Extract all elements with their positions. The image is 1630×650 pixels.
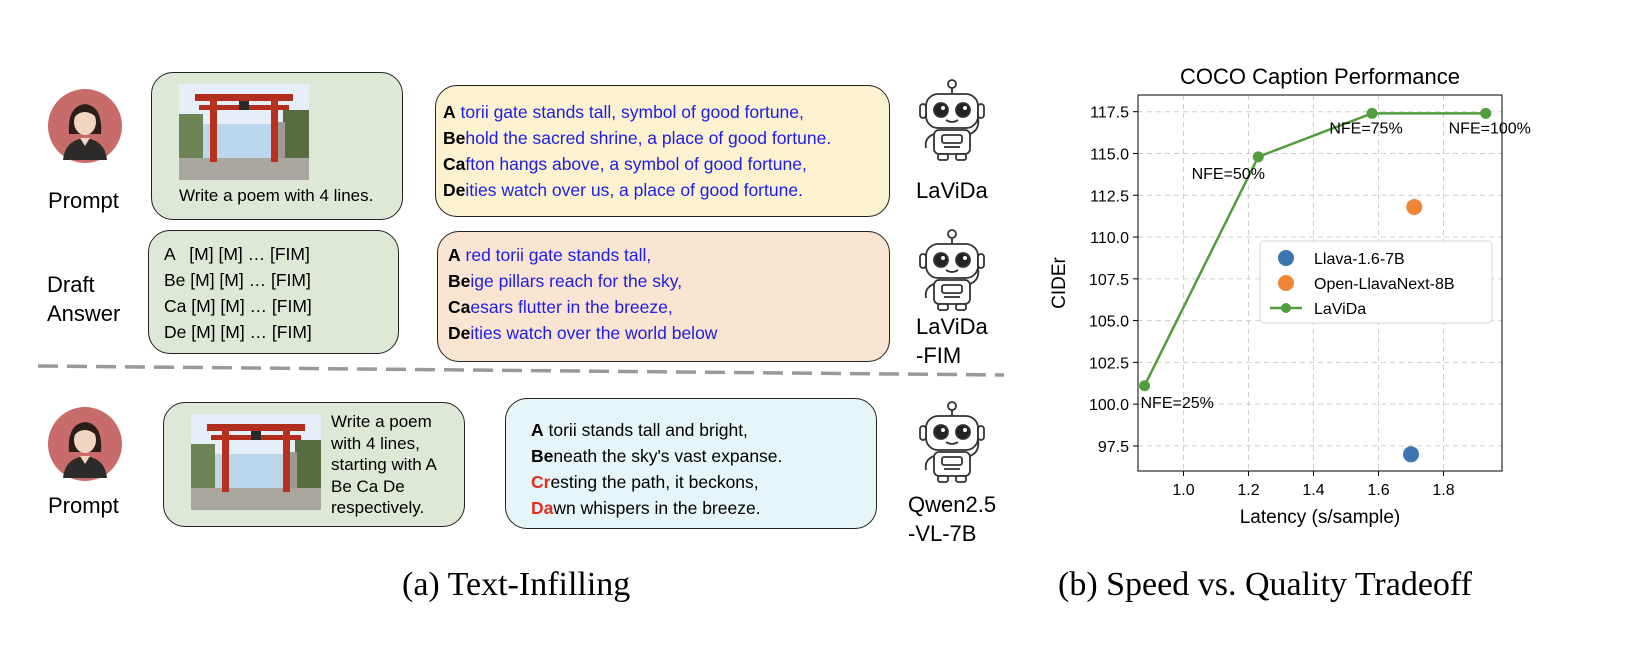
point-annotation: NFE=50% [1192, 166, 1265, 183]
y-tick-label: 102.5 [1089, 355, 1129, 372]
x-axis-label: Latency (s/sample) [1240, 507, 1401, 528]
y-tick-label: 115.0 [1090, 146, 1129, 163]
data-point [1252, 151, 1264, 163]
dashed-separator [38, 364, 1005, 377]
panel-b-caption: (b) Speed vs. Quality Tradeoff [1058, 566, 1472, 603]
row1-answer-box: A torii gate stands tall, symbol of good… [435, 85, 890, 217]
answer-line: Dawn whispers in the breeze. [531, 498, 761, 518]
answer-line: Deities watch over us, a place of good f… [443, 180, 803, 200]
row2-answer-box: A red torii gate stands tall, Beige pill… [437, 231, 890, 362]
point-annotation: NFE=100% [1449, 120, 1531, 137]
y-axis-label: CIDEr [1049, 256, 1070, 308]
torii-gate-photo-icon [191, 414, 321, 510]
draft-line: Ca [M] [M] … [FIM] [164, 296, 312, 316]
data-point [1139, 380, 1150, 392]
legend-box [1259, 240, 1493, 324]
torii-gate-photo-icon [179, 84, 309, 180]
robot-icon [916, 228, 988, 312]
y-tick-label: 105.0 [1089, 314, 1129, 331]
x-tick-label: 1.2 [1237, 482, 1259, 499]
legend-label: Open-LlavaNext-8B [1314, 276, 1455, 293]
row1-prompt-text: Write a poem with 4 lines. [179, 186, 374, 205]
y-tick-label: 107.5 [1089, 272, 1129, 289]
answer-line: A red torii gate stands tall, [448, 245, 652, 265]
row1-model-name: LaViDa [916, 178, 988, 203]
legend-marker [1278, 275, 1294, 291]
row3-prompt-text: Write a poem with 4 lines, starting with… [331, 412, 437, 517]
row1-label: Prompt [48, 188, 119, 213]
x-tick-label: 1.6 [1367, 482, 1389, 499]
data-point [1480, 107, 1492, 119]
point-annotation: NFE=25% [1141, 395, 1214, 412]
answer-line: Behold the sacred shrine, a place of goo… [443, 128, 832, 148]
row3-label: Prompt [48, 493, 119, 518]
row3-answer-box: A torii stands tall and bright, Beneath … [505, 398, 877, 529]
legend-label: LaViDa [1314, 301, 1366, 318]
user-avatar-icon [47, 406, 123, 482]
legend-label: Llava-1.6-7B [1314, 251, 1405, 268]
x-tick-label: 1.0 [1172, 482, 1194, 499]
x-tick-label: 1.8 [1432, 482, 1454, 499]
answer-line: Cresting the path, it beckons, [531, 472, 759, 492]
y-tick-label: 110.0 [1090, 230, 1129, 247]
y-tick-label: 117.5 [1090, 105, 1129, 122]
legend-marker [1281, 303, 1291, 313]
answer-line: A torii gate stands tall, symbol of good… [443, 102, 804, 122]
answer-line: A torii stands tall and bright, [531, 420, 748, 440]
y-tick-label: 97.5 [1098, 439, 1129, 456]
answer-line: Caesars flutter in the breeze, [448, 297, 673, 317]
plot-frame [1137, 94, 1503, 472]
chart-title: COCO Caption Performance [1180, 64, 1460, 89]
legend-marker [1278, 250, 1294, 266]
data-point [1366, 107, 1378, 119]
answer-line: Beige pillars reach for the sky, [448, 271, 683, 291]
answer-line: Deities watch over the world below [448, 323, 718, 343]
answer-line: Cafton hangs above, a symbol of good for… [443, 154, 807, 174]
series-line [1143, 112, 1486, 387]
x-tick-label: 1.4 [1302, 482, 1324, 499]
row3-prompt-box: Write a poem with 4 lines, starting with… [163, 402, 465, 527]
y-tick-label: 100.0 [1089, 397, 1129, 414]
row2-model-name: LaViDa -FIM [916, 314, 988, 368]
draft-line: A [M] [M] … [FIM] [164, 244, 310, 264]
row3-model-name: Qwen2.5 -VL-7B [908, 492, 997, 546]
row1-prompt-box: Write a poem with 4 lines. [151, 72, 403, 220]
panel-a-caption: (a) Text-Infilling [402, 566, 631, 603]
answer-line: Beneath the sky's vast expanse. [531, 446, 783, 466]
draft-line: De [M] [M] … [FIM] [164, 322, 312, 342]
draft-answer-box: A [M] [M] … [FIM] Be [M] [M] … [FIM] Ca … [148, 230, 399, 354]
data-point [1403, 446, 1419, 463]
robot-icon [916, 78, 988, 162]
robot-icon [916, 400, 988, 484]
y-tick-label: 112.5 [1090, 188, 1129, 205]
speed-quality-chart: 1.0 1.2 1.4 1.6 1.8 97.5 100.0 102.5 105.0 107.5 1… [1049, 64, 1531, 528]
draft-line: Be [M] [M] … [FIM] [164, 270, 311, 290]
row2-label: Draft Answer [47, 272, 121, 326]
point-annotation: NFE=75% [1329, 120, 1402, 137]
data-point [1406, 198, 1423, 215]
user-avatar-icon [47, 88, 123, 164]
